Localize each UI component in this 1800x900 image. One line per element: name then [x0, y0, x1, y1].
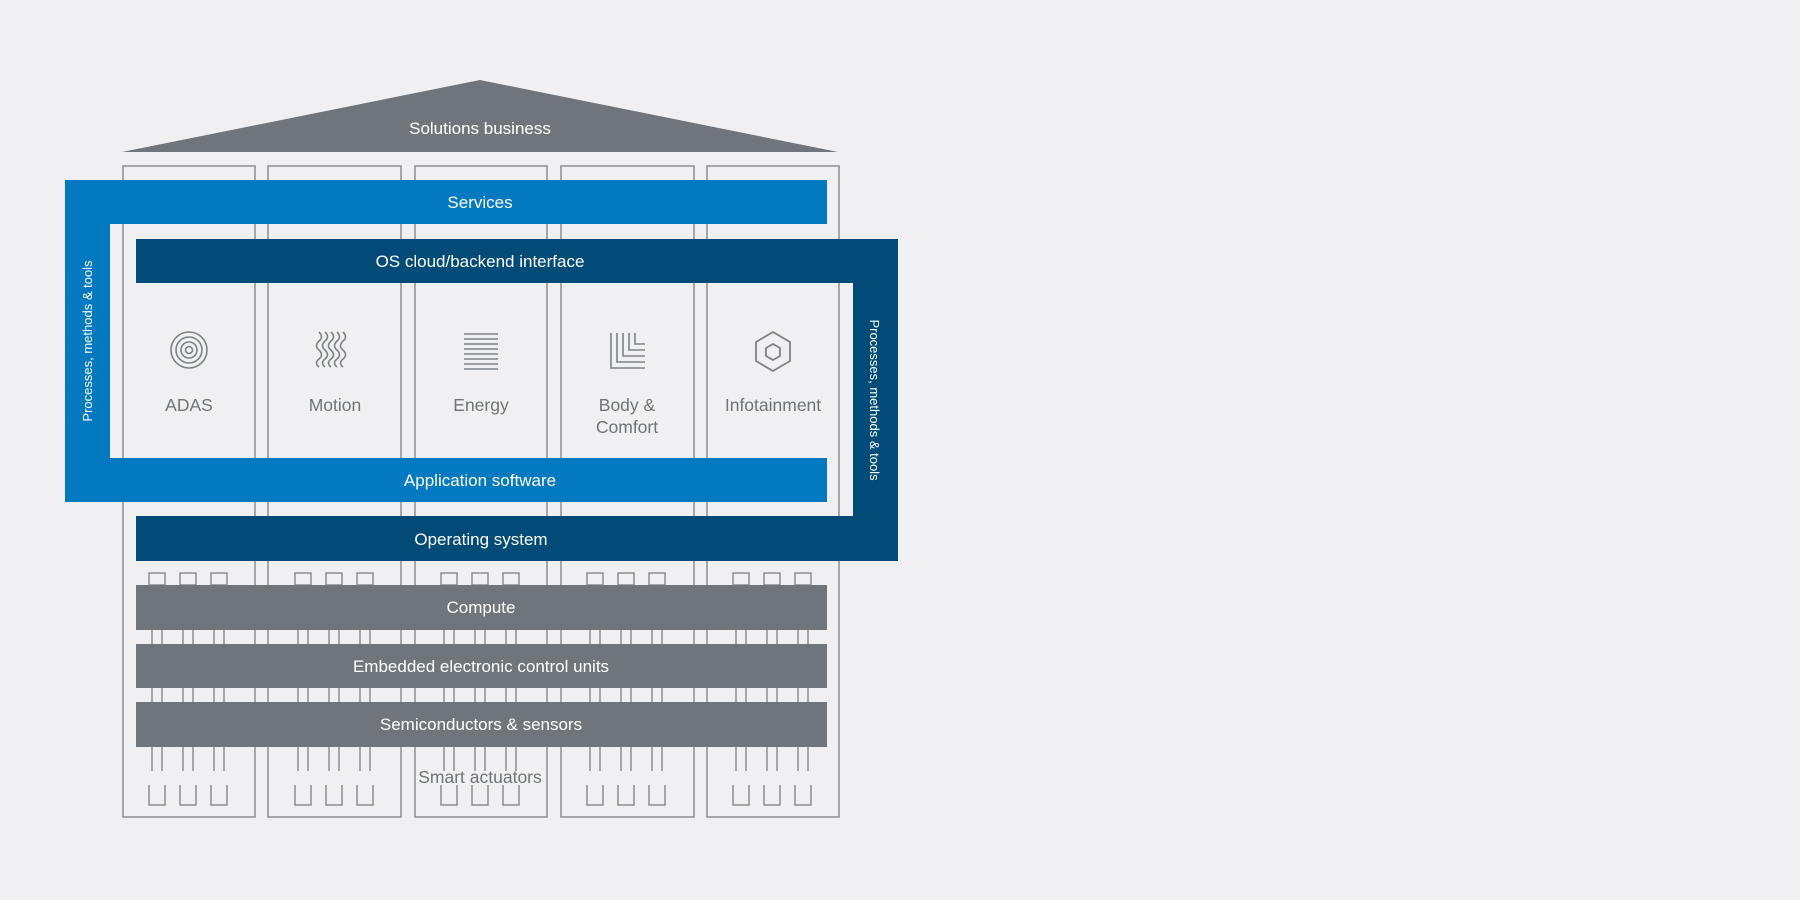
- connector-pin: [763, 572, 781, 586]
- application-software-label: Application software: [404, 471, 556, 490]
- connector-pin: [794, 572, 812, 586]
- connector-pin: [502, 572, 520, 586]
- roof-shape: [122, 80, 838, 152]
- application-software-band: [65, 458, 827, 502]
- actuator-cup: [148, 785, 166, 806]
- connector-pin: [732, 572, 750, 586]
- actuator-cup: [732, 785, 750, 806]
- compute-label: Compute: [447, 598, 516, 617]
- connector-pin: [617, 572, 635, 586]
- services-band: [65, 180, 827, 224]
- actuator-cup: [440, 785, 458, 806]
- actuator-cup: [179, 785, 197, 806]
- semiconductors-band: [136, 702, 827, 747]
- actuator-cup: [294, 785, 312, 806]
- domain-label-adas: ADAS: [165, 395, 213, 415]
- smart-actuators-label: Smart actuators: [418, 767, 542, 787]
- connector-pin: [179, 572, 197, 586]
- actuator-cup: [471, 785, 489, 806]
- connector-pin: [586, 572, 604, 586]
- actuator-cup: [325, 785, 343, 806]
- actuator-cup: [763, 785, 781, 806]
- operating-system-band: [136, 516, 898, 561]
- concentric-circles-icon: [170, 331, 208, 369]
- operating-system-label: Operating system: [414, 530, 547, 549]
- domain-label-body-comfort-line1: Body &: [599, 395, 656, 415]
- wavy-lines-icon: [315, 331, 347, 368]
- horizontal-lines-icon: [464, 333, 498, 370]
- actuator-cup: [356, 785, 374, 806]
- connector-pin: [294, 572, 312, 586]
- ecu-band: [136, 644, 827, 688]
- right-processes-bar: [853, 239, 898, 561]
- compute-band: [136, 585, 827, 630]
- connector-pin: [210, 572, 228, 586]
- connector-pin: [148, 572, 166, 586]
- ecu-label: Embedded electronic control units: [353, 657, 609, 676]
- domain-label-motion: Motion: [309, 395, 362, 415]
- os-cloud-band: [136, 239, 898, 283]
- actuator-cup: [502, 785, 520, 806]
- nested-corners-icon: [610, 333, 645, 369]
- left-processes-bar: [65, 180, 110, 502]
- left-side-label: Processes, methods & tools: [80, 260, 95, 422]
- domain-label-infotainment: Infotainment: [725, 395, 821, 415]
- connector-pin: [440, 572, 458, 586]
- connector-pin: [356, 572, 374, 586]
- services-label: Services: [447, 193, 512, 212]
- actuator-cup: [794, 785, 812, 806]
- hexagon-icon: [755, 330, 791, 373]
- os-cloud-label: OS cloud/backend interface: [376, 252, 585, 271]
- domain-label-energy: Energy: [453, 395, 509, 415]
- domain-label-body-comfort-line2: Comfort: [596, 417, 658, 437]
- actuator-cup: [586, 785, 604, 806]
- connector-pin: [471, 572, 489, 586]
- right-side-label: Processes, methods & tools: [867, 319, 882, 481]
- actuator-cup: [617, 785, 635, 806]
- connector-pins: [148, 572, 812, 806]
- connector-pin: [325, 572, 343, 586]
- roof-label: Solutions business: [409, 119, 551, 138]
- semiconductors-label: Semiconductors & sensors: [380, 715, 582, 734]
- actuator-cup: [210, 785, 228, 806]
- connector-pin: [648, 572, 666, 586]
- actuator-cup: [648, 785, 666, 806]
